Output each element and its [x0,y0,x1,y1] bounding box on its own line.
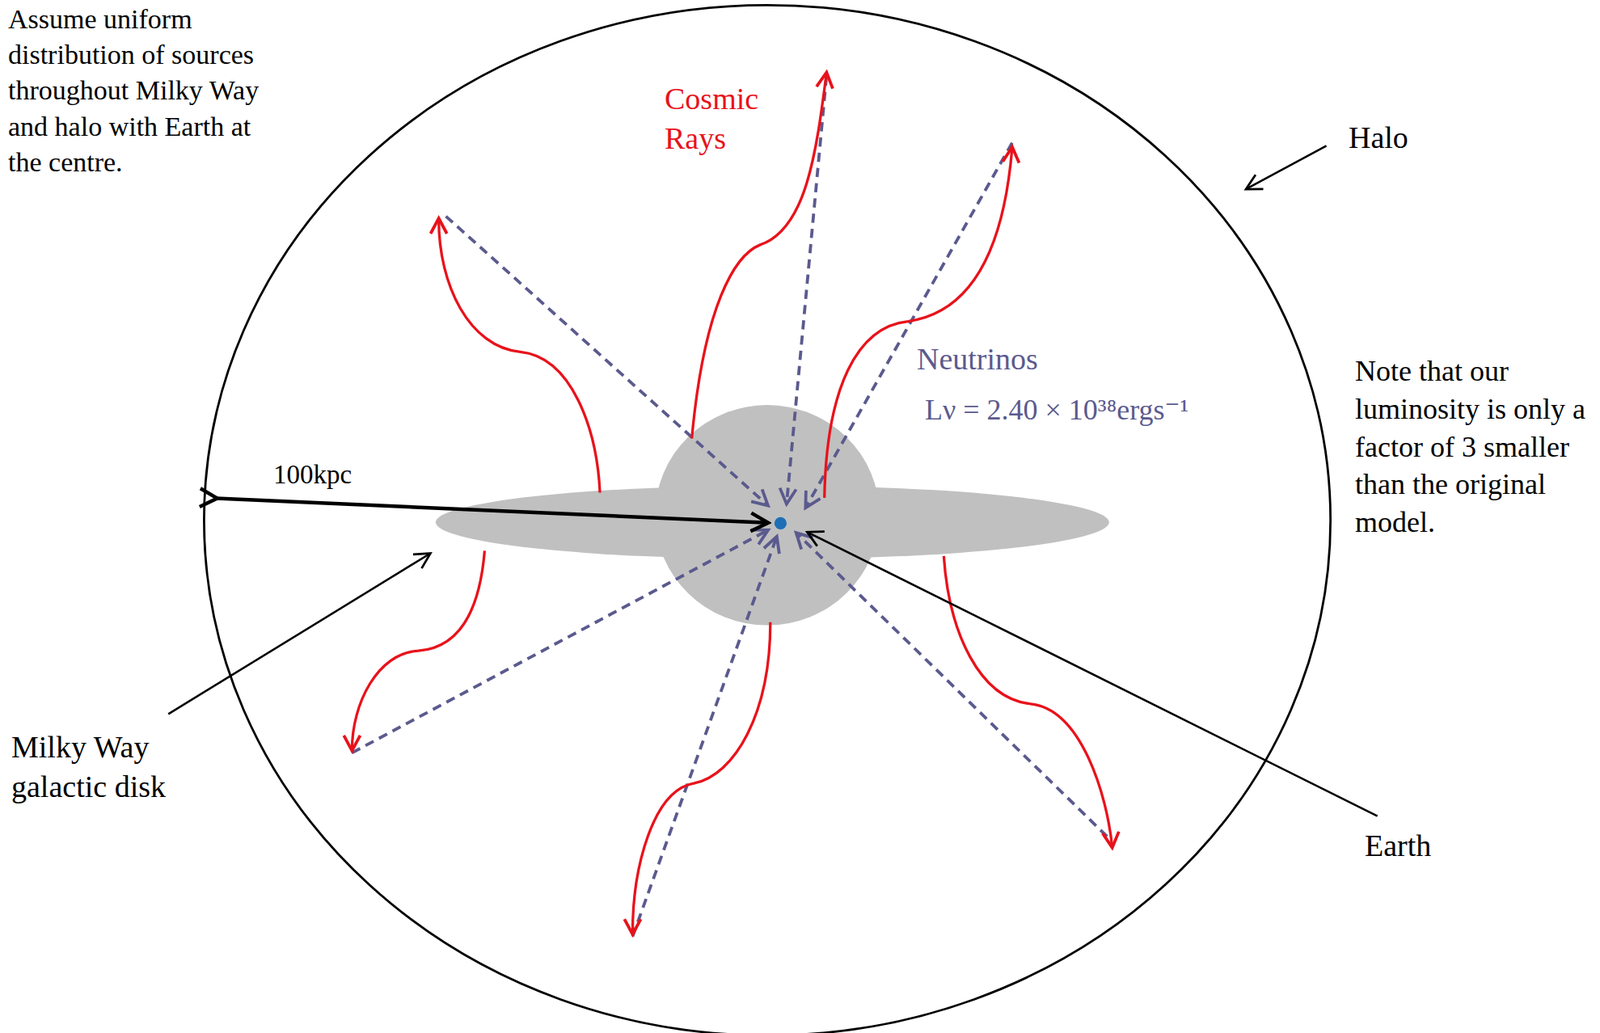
leader-line [168,553,430,714]
earth-label: Earth [1364,826,1432,866]
cosmic-ray-paths [351,73,1112,934]
leader-line [808,532,1378,817]
disk-label: Milky Way galactic disk [11,727,238,808]
galaxy-shape [435,405,1110,626]
luminosity-label: Lν = 2.40 × 10³⁸ergs⁻¹ [924,391,1189,430]
halo-label: Halo [1348,118,1409,158]
neutrino-label: Neutrinos [916,339,1039,380]
cosmic-ray [351,550,485,750]
radius-arrow [216,498,768,523]
neutrino-ray [806,143,1013,508]
side-note: Note that our luminosity is only a facto… [1355,352,1595,542]
halo-outline [203,4,1330,1033]
assumption-note: Assume uniform distribution of sources t… [8,1,275,181]
cosmic-ray [824,147,1013,499]
neutrino-ray [632,537,777,937]
leader-line [1246,145,1326,189]
neutrino-ray [786,76,827,504]
earth-dot [774,517,787,530]
neutrino-ray [797,533,1108,837]
neutrino-ray [445,216,768,506]
cosmic-ray [439,219,600,493]
cosmic-ray [632,622,770,934]
dimension-label: 100kpc [273,457,352,493]
cosmic-ray-label: Cosmic Rays [664,79,811,160]
neutrino-paths [351,76,1107,938]
cosmic-ray [943,556,1112,848]
